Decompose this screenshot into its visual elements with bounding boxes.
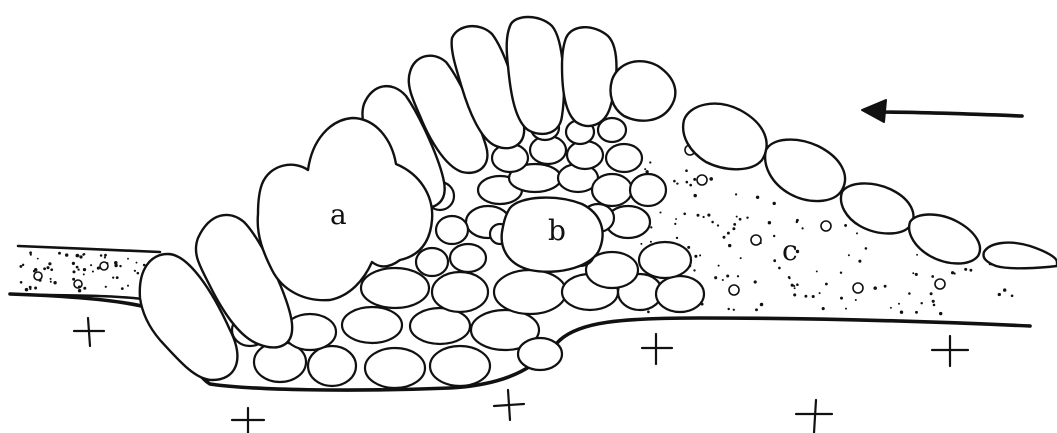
plus-icon <box>74 318 104 346</box>
arrow-left-icon <box>862 100 1022 122</box>
plus-icon <box>494 390 524 420</box>
label-a: a <box>330 198 347 231</box>
plus-icon <box>932 336 968 366</box>
plus-icon <box>642 334 672 364</box>
left-sediment-layer <box>10 246 160 300</box>
label-b: b <box>548 214 566 247</box>
label-c: c <box>782 234 798 267</box>
plus-icon <box>796 400 832 433</box>
plus-icon <box>232 408 264 433</box>
